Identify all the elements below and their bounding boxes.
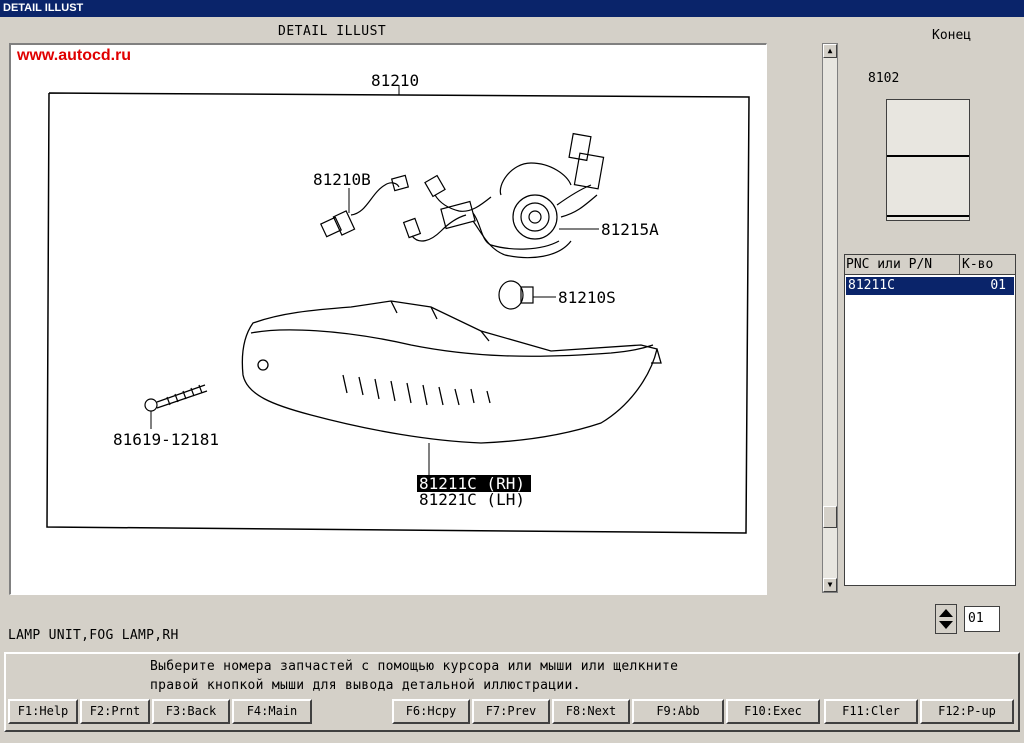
f11-clear-button[interactable]: F11:Cler <box>824 699 918 724</box>
watermark: www.autocd.ru <box>17 47 132 64</box>
scroll-down-button[interactable]: ▼ <box>823 578 837 592</box>
screw-part <box>144 384 208 412</box>
page-number: 8102 <box>868 71 900 86</box>
f2-print-button[interactable]: F2:Prnt <box>80 699 150 724</box>
scroll-thumb[interactable] <box>823 506 837 528</box>
lens-rh-highlight <box>417 475 531 492</box>
bulb-part <box>498 280 534 310</box>
exit-button[interactable]: Конец <box>932 28 972 43</box>
illustration-canvas[interactable]: www.autocd.ru 81210 81210B <box>9 43 767 595</box>
row-quantity: 01 <box>990 278 1006 293</box>
part-description: LAMP UNIT,FOG LAMP,RH <box>8 628 179 643</box>
page-thumbnail[interactable] <box>886 99 970 221</box>
illustration-scrollbar[interactable]: ▲ ▼ <box>822 43 838 593</box>
message-line-2: правой кнопкой мыши для вывода детальной… <box>150 678 581 693</box>
scroll-up-button[interactable]: ▲ <box>823 44 837 58</box>
f4-main-button[interactable]: F4:Main <box>232 699 312 724</box>
f6-hardcopy-button[interactable]: F6:Hcpy <box>392 699 470 724</box>
row-part-number: 81211C <box>848 278 895 293</box>
spin-down-icon <box>939 621 953 629</box>
label-lens-lh[interactable]: 81221C (LH) <box>419 490 525 509</box>
column-header-qty: К-во <box>959 255 993 275</box>
message-line-1: Выберите номера запчастей с помощью курс… <box>150 659 679 674</box>
label-harness[interactable]: 81215A <box>601 220 659 239</box>
parts-drawing[interactable]: 81210 81210B 8121 <box>11 45 765 593</box>
harness-part <box>402 132 605 259</box>
assembly-frame <box>46 92 750 534</box>
f3-back-button[interactable]: F3:Back <box>152 699 230 724</box>
f9-abb-button[interactable]: F9:Abb <box>632 699 724 724</box>
f1-help-button[interactable]: F1:Help <box>8 699 78 724</box>
f10-exec-button[interactable]: F10:Exec <box>726 699 820 724</box>
parts-list-header: PNC или P/N К-во <box>845 255 1015 275</box>
lamp-lens-part <box>241 300 662 444</box>
page-thumbnail-viewport <box>887 155 969 217</box>
label-socket[interactable]: 81210B <box>313 170 371 189</box>
label-assembly[interactable]: 81210 <box>371 71 419 90</box>
f7-prev-button[interactable]: F7:Prev <box>472 699 550 724</box>
quantity-input[interactable]: 01 <box>964 606 1000 632</box>
column-header-part: PNC или P/N <box>846 257 933 272</box>
socket-part <box>319 174 410 238</box>
f12-popup-button[interactable]: F12:P-up <box>920 699 1014 724</box>
label-bulb[interactable]: 81210S <box>558 288 616 307</box>
parts-list[interactable]: PNC или P/N К-во 81211C 01 <box>844 254 1016 586</box>
table-row[interactable]: 81211C 01 <box>846 277 1014 295</box>
label-lens-rh[interactable]: 81211C (RH) <box>419 474 525 493</box>
quantity-stepper[interactable] <box>935 604 957 634</box>
window-titlebar: DETAIL ILLUST <box>0 0 1024 17</box>
spin-up-icon <box>939 609 953 617</box>
f8-next-button[interactable]: F8:Next <box>552 699 630 724</box>
label-screw[interactable]: 81619-12181 <box>113 430 219 449</box>
illustration-title: DETAIL ILLUST <box>278 24 387 39</box>
